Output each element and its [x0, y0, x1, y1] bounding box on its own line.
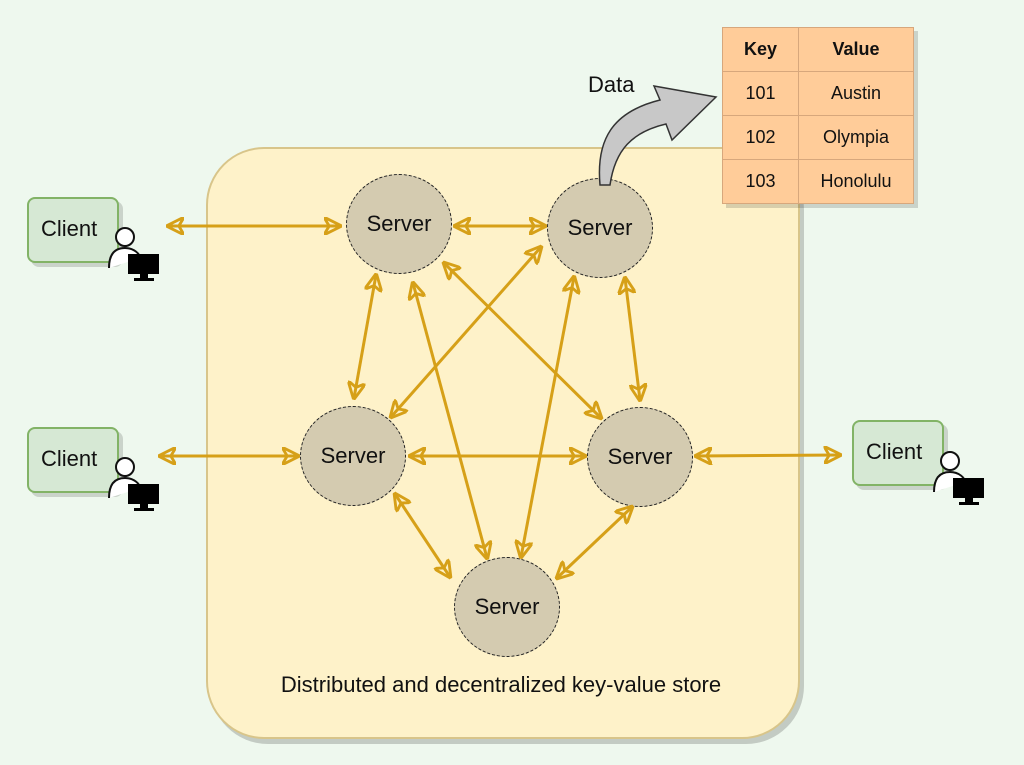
- key-cell: 102: [722, 115, 799, 160]
- key-cell: 101: [722, 71, 799, 116]
- data-label: Data: [588, 72, 635, 97]
- server-node-top-left[interactable]: Server: [346, 174, 452, 274]
- server-node-top-right[interactable]: Server: [547, 178, 653, 278]
- table-row: 102 Olympia: [722, 115, 914, 160]
- client-label: Client: [41, 216, 98, 241]
- user-at-computer-icon: [933, 451, 984, 505]
- cluster-label: Distributed and decentralized key-value …: [280, 672, 722, 697]
- client-box-right[interactable]: Client: [852, 420, 944, 486]
- client-label: Client: [866, 439, 923, 464]
- client-label: Client: [41, 446, 98, 471]
- server-node-mid-right[interactable]: Server: [587, 407, 693, 507]
- key-value-table: Key Value 101 Austin 102 Olympia 103 Hon…: [722, 27, 914, 204]
- table-row: 101 Austin: [722, 71, 914, 116]
- value-column-header: Value: [798, 27, 914, 72]
- key-column-header: Key: [722, 27, 799, 72]
- table-row: 103 Honolulu: [722, 159, 914, 204]
- value-cell: Austin: [798, 71, 914, 116]
- value-cell: Olympia: [798, 115, 914, 160]
- value-cell: Honolulu: [798, 159, 914, 204]
- server-node-bottom[interactable]: Server: [454, 557, 560, 657]
- server-node-mid-left[interactable]: Server: [300, 406, 406, 506]
- user-at-computer-icon: [108, 227, 159, 281]
- key-cell: 103: [722, 159, 799, 204]
- client-box-left-top[interactable]: Client: [27, 197, 119, 263]
- user-at-computer-icon: [108, 457, 159, 511]
- table-header-row: Key Value: [722, 27, 914, 72]
- client-box-left-bottom[interactable]: Client: [27, 427, 119, 493]
